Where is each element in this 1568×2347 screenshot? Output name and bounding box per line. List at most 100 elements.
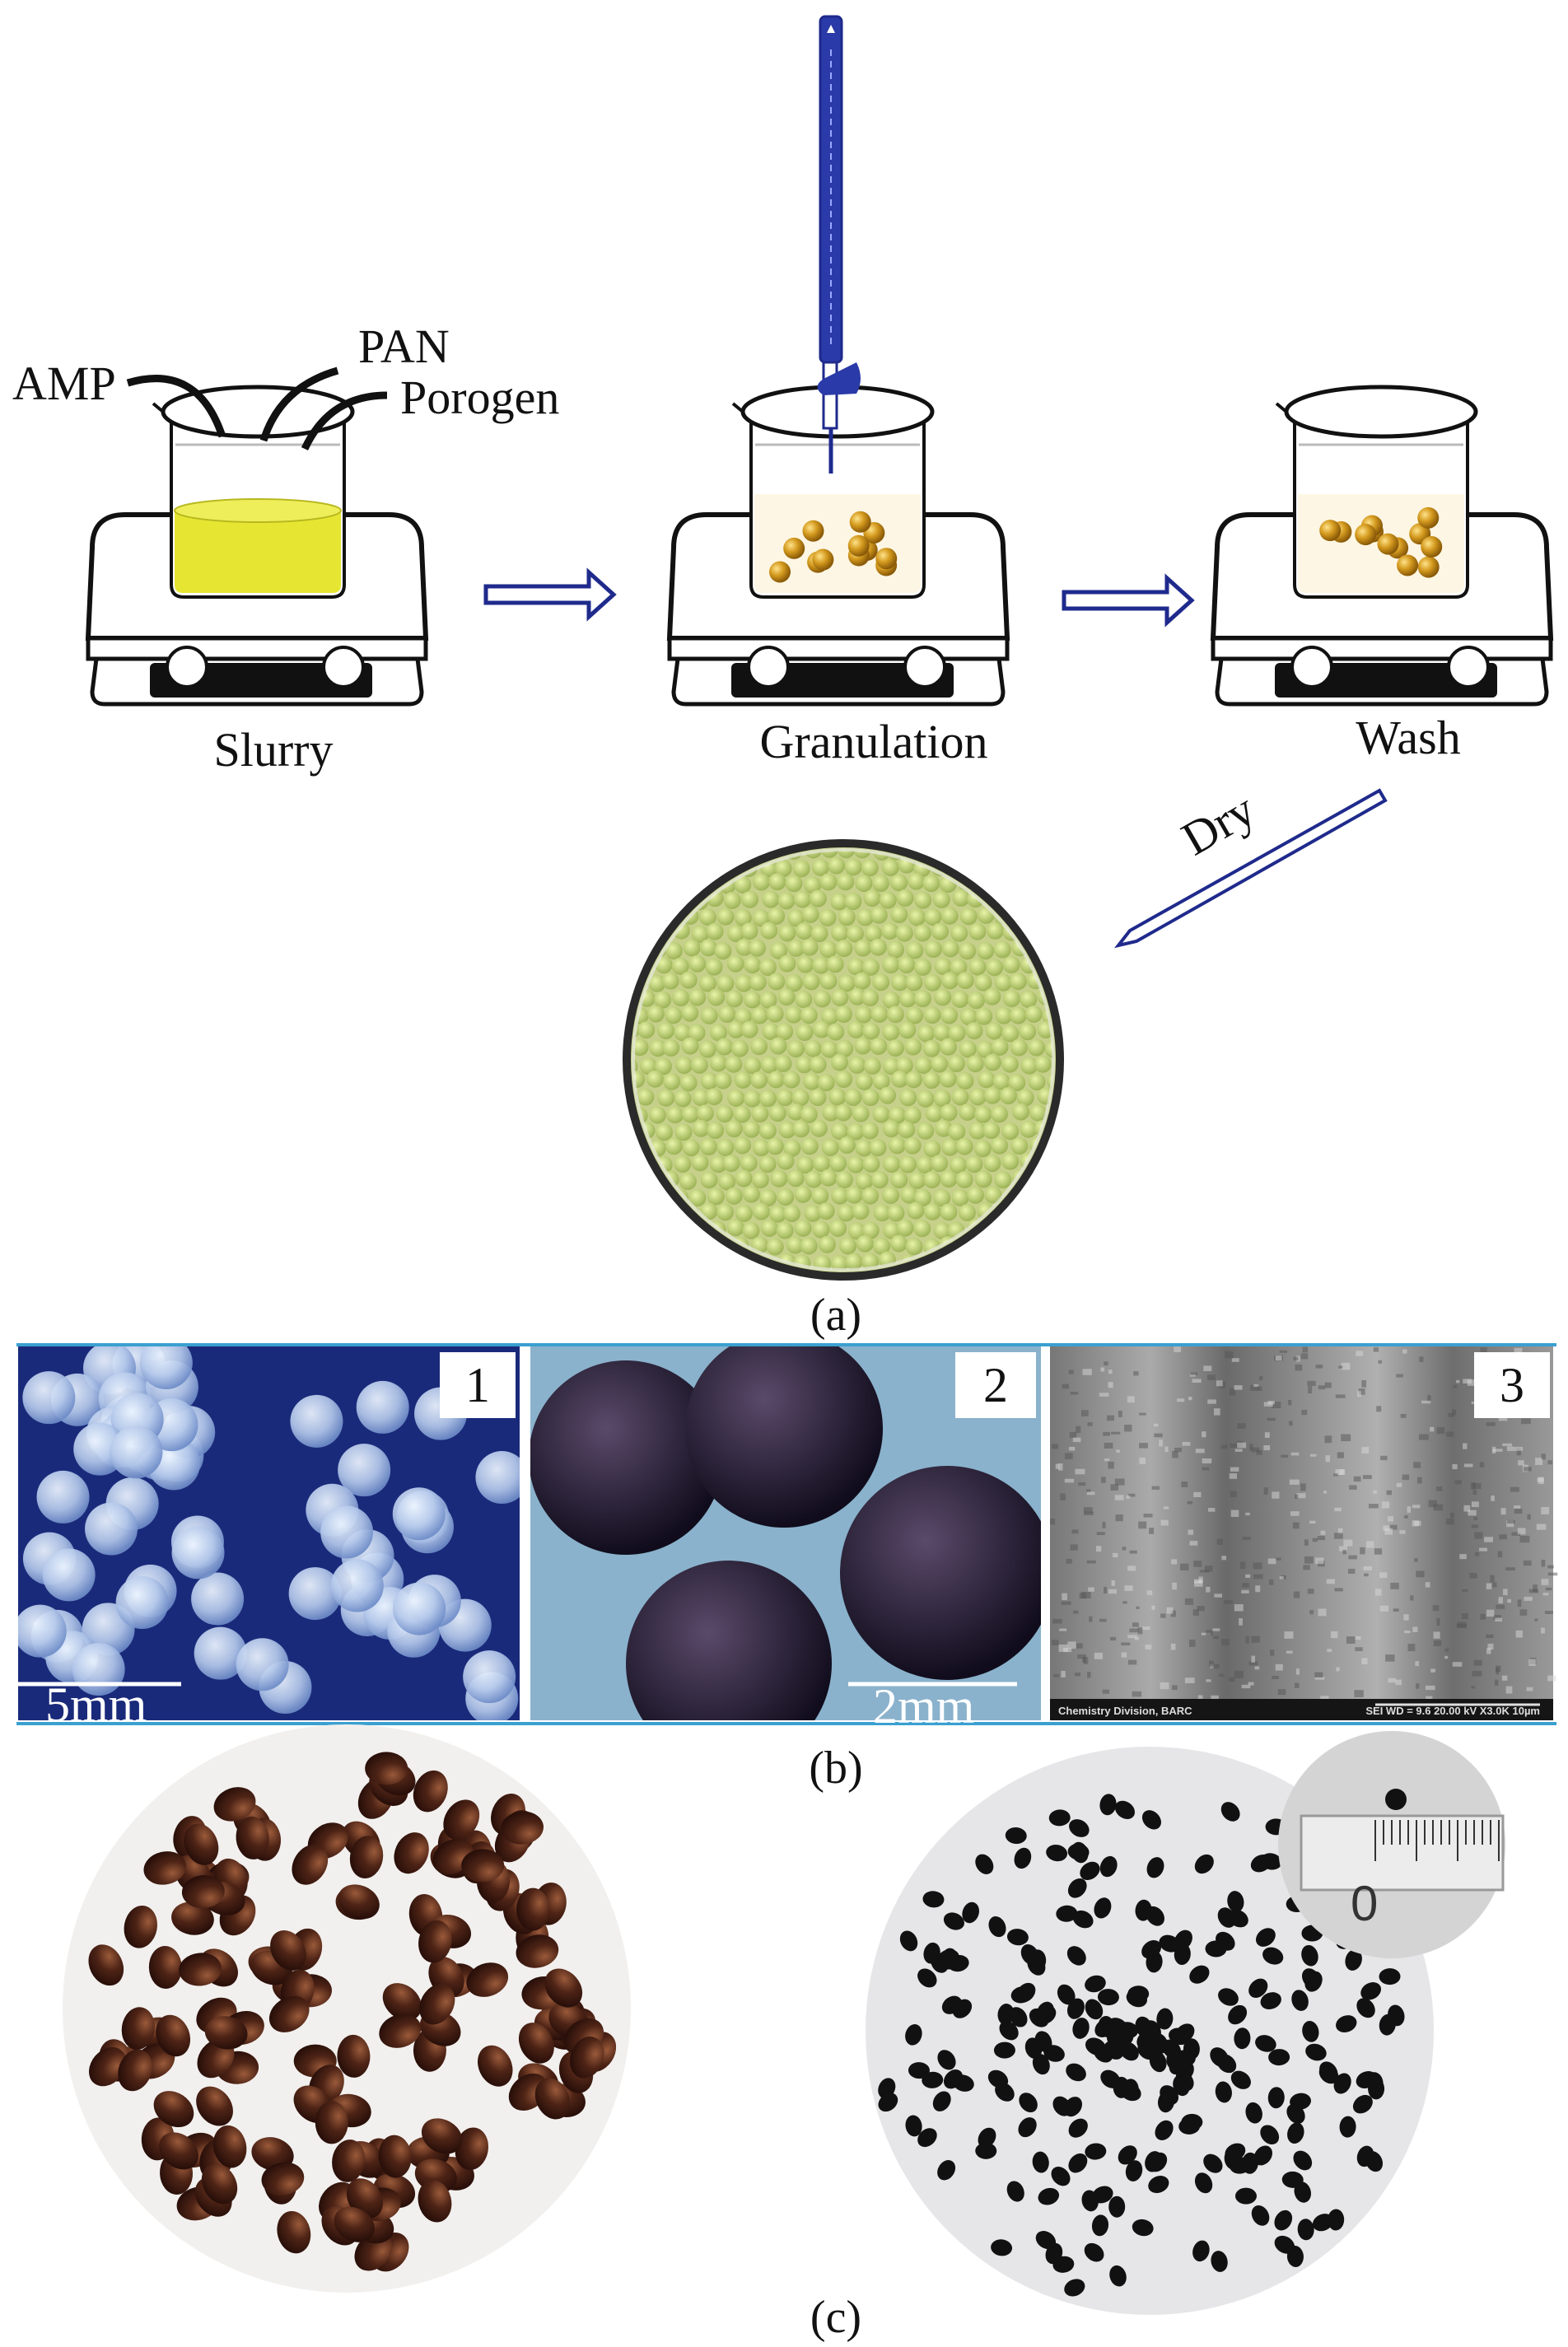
granule: [809, 1089, 827, 1107]
granule: [682, 874, 700, 892]
granule: [787, 939, 805, 957]
sem-texture: [1433, 1504, 1444, 1511]
granule: [681, 1037, 699, 1055]
granule: [730, 1039, 749, 1057]
process-arrow: [483, 567, 617, 622]
sem-texture: [1088, 1587, 1094, 1592]
granule: [905, 1238, 923, 1256]
glass-bead: [475, 1451, 520, 1505]
input-arrow-amp: [126, 375, 226, 438]
sem-texture: [1498, 1597, 1504, 1604]
granule: [967, 992, 985, 1010]
sem-texture: [1061, 1601, 1071, 1605]
granule: [951, 1188, 969, 1206]
sem-texture: [1541, 1627, 1545, 1634]
granule: [904, 1071, 922, 1089]
brown-bead: [236, 1817, 269, 1859]
sem-texture: [1194, 1580, 1203, 1587]
sem-texture: [1234, 1670, 1244, 1678]
bead: [1397, 554, 1419, 576]
sem-texture: [1065, 1453, 1073, 1460]
black-bead: [1178, 2117, 1201, 2135]
black-bead: [1127, 1985, 1150, 2003]
glass-bead: [18, 1604, 67, 1658]
sem-texture: [1206, 1679, 1211, 1682]
sem-texture: [1102, 1522, 1106, 1528]
sem-texture: [1514, 1508, 1523, 1514]
granule: [895, 1057, 913, 1075]
granule: [734, 875, 752, 894]
sem-texture: [1257, 1386, 1262, 1391]
sem-texture: [1470, 1481, 1476, 1490]
granule: [1064, 1106, 1081, 1123]
granule: [855, 875, 873, 893]
sem-texture: [1309, 1520, 1316, 1524]
granule: [1036, 1253, 1053, 1270]
granule: [914, 958, 932, 976]
sem-texture: [1234, 1604, 1244, 1612]
glass-bead: [22, 1371, 76, 1425]
sem-texture: [1456, 1379, 1460, 1383]
granule: [766, 1238, 784, 1256]
granule: [793, 890, 811, 908]
sem-texture: [1114, 1495, 1124, 1500]
granule: [913, 924, 931, 942]
sem-texture: [1209, 1660, 1214, 1668]
sem-texture: [1414, 1558, 1418, 1562]
sem-texture: [1448, 1412, 1454, 1417]
sem-texture: [1487, 1643, 1494, 1650]
scale-bar-2mm: 2mm: [873, 1679, 974, 1733]
sem-texture: [1070, 1544, 1078, 1551]
black-bead: [1274, 2235, 1295, 2254]
sem-texture: [1373, 1490, 1377, 1494]
process-arrow: [1062, 573, 1195, 628]
granule: [646, 850, 665, 858]
granule: [809, 1056, 827, 1074]
sem-texture: [1069, 1446, 1076, 1451]
sem-texture: [1055, 1463, 1060, 1469]
black-bead: [952, 1999, 973, 2018]
granule: [950, 924, 968, 942]
black-bead: [1092, 2186, 1113, 2204]
brown-bead: [516, 1934, 559, 1968]
brown-bead: [461, 1849, 505, 1883]
black-bead: [1228, 1909, 1248, 1928]
granule: [872, 1237, 890, 1255]
sem-texture: [1415, 1661, 1420, 1667]
granule: [811, 858, 829, 876]
granule: [887, 940, 905, 959]
granule: [718, 1173, 736, 1191]
granule: [968, 922, 987, 940]
sem-texture: [1050, 1518, 1056, 1525]
brown-bead: [171, 1901, 214, 1935]
sem-texture: [1229, 1473, 1238, 1479]
black-bead: [1260, 1992, 1281, 2009]
brown-bead: [124, 1905, 158, 1948]
granule: [881, 922, 899, 940]
granule: [904, 1038, 922, 1056]
granule: [786, 1103, 805, 1121]
sem-texture: [1492, 1582, 1497, 1588]
sem-texture: [1496, 1604, 1505, 1609]
granule: [700, 1171, 718, 1189]
photo-black-beads: 0: [866, 1731, 1505, 2315]
granule: [768, 973, 786, 991]
granule: [994, 973, 1012, 992]
sem-texture: [1547, 1460, 1552, 1465]
granule: [1046, 908, 1053, 926]
granule: [735, 1169, 753, 1187]
black-bead: [1046, 1844, 1068, 1862]
granule: [898, 955, 916, 973]
granule: [758, 959, 777, 977]
black-bead: [1052, 2096, 1071, 2116]
black-bead: [1051, 2167, 1071, 2186]
sem-texture: [1528, 1659, 1536, 1667]
brown-bead: [277, 2210, 311, 2254]
granule: [700, 1006, 718, 1024]
sem-image: Chemistry Division, BARC SEI WD = 9.6 20…: [1050, 1346, 1558, 1720]
granule: [735, 850, 753, 859]
granule: [753, 873, 771, 891]
sem-texture: [1293, 1356, 1299, 1360]
black-bead: [1069, 1819, 1090, 1837]
black-bead: [1066, 1946, 1086, 1966]
